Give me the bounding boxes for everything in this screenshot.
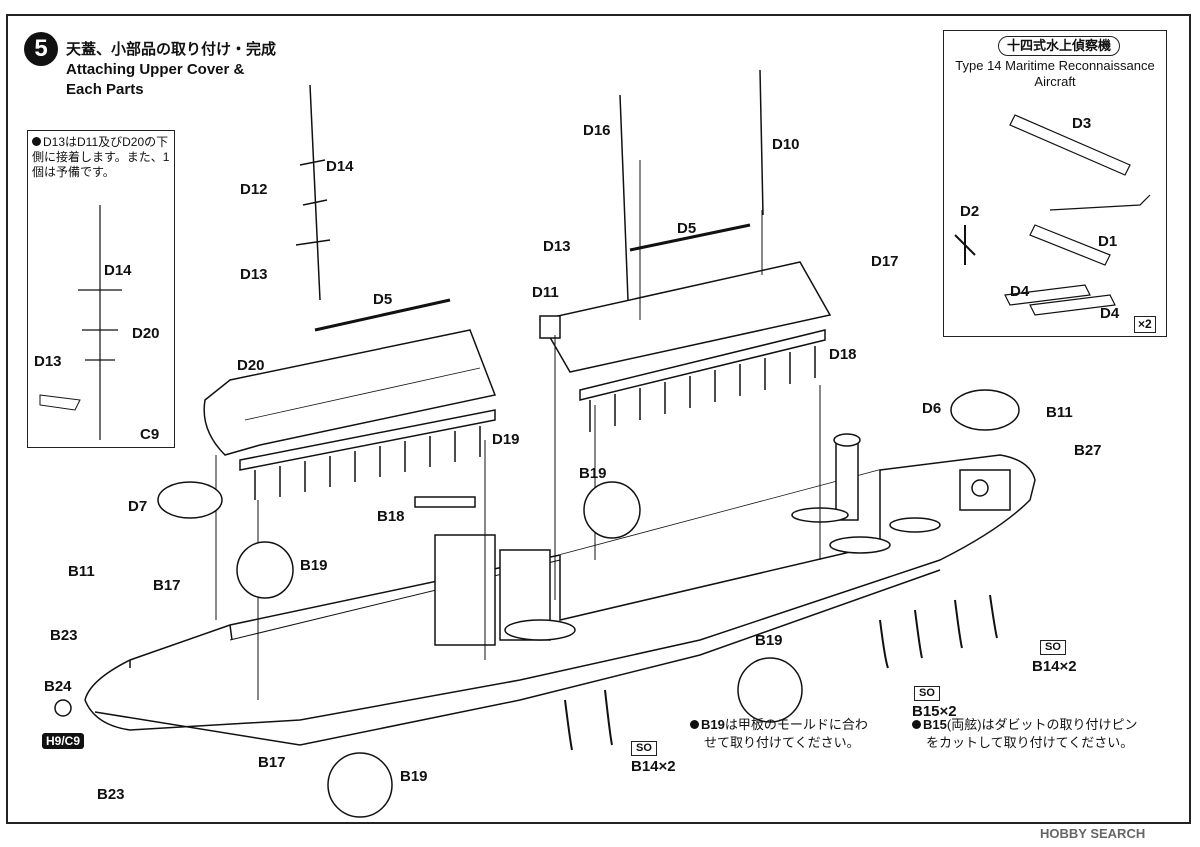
aircraft-title-en: Type 14 Maritime Reconnaissance Aircraft [955,58,1155,89]
label-b27: B27 [1074,442,1102,459]
so-badge-b15: SO [914,686,940,701]
label-d17: D17 [871,253,899,270]
label-d5-left: D5 [373,291,393,308]
label-b14-left: B14×2 [631,758,676,775]
inset-label-c9: C9 [140,426,160,443]
mast-detail-inset [27,130,175,448]
label-d13: D13 [240,266,268,283]
note-b15: B15(両舷)はダビットの取り付けピン をカットして取り付けてください。 [912,716,1138,752]
aircraft-label-d2: D2 [960,203,980,220]
label-b17-bottom: B17 [258,754,286,771]
label-d14: D14 [326,158,354,175]
label-b23-bottom: B23 [97,786,125,803]
label-b18: B18 [377,508,405,525]
label-b17-top: B17 [153,577,181,594]
aircraft-label-d4a: D4 [1010,283,1030,300]
label-d11: D11 [532,284,559,301]
aircraft-label-d3: D3 [1072,115,1092,132]
label-d20: D20 [237,357,265,374]
label-d13-right: D13 [543,238,571,255]
label-d5-right: D5 [677,220,697,237]
aircraft-inset [943,30,1167,337]
watermark: HOBBY SEARCH [1040,826,1146,841]
label-b19-d: B19 [755,632,783,649]
label-b11-left: B11 [68,563,95,580]
label-d18: D18 [829,346,857,363]
label-d19: D19 [492,431,520,448]
label-d6: D6 [922,400,942,417]
step-number-badge: 5 [24,32,58,66]
label-d10: D10 [772,136,800,153]
label-b24: B24 [44,678,72,695]
so-badge-b14-right: SO [1040,640,1066,655]
label-b19-a: B19 [300,557,328,574]
label-h9-c9: H9/C9 [42,733,85,749]
aircraft-label-d1: D1 [1098,233,1118,250]
aircraft-multiplier: ×2 [1134,316,1156,333]
mast-detail-note: D13はD11及びD20の下側に接着します。また、1個は予備です。 [32,135,170,179]
bullet-icon [690,720,699,729]
label-d16: D16 [583,122,611,139]
bullet-icon [912,720,921,729]
label-b19-c: B19 [579,465,607,482]
note-b19: B19は甲板のモールドに合わ せて取り付けてください。 [690,716,868,752]
step-title-jp: 天蓋、小部品の取り付け・完成 [66,41,277,58]
label-b14-right: B14×2 [1032,658,1077,675]
step-title-en: Attaching Upper Cover & Each Parts [66,61,245,98]
label-b15: B15×2 [912,703,957,720]
label-d7: D7 [128,498,148,515]
aircraft-title-jp: 十四式水上偵察機 [998,36,1121,56]
inset-label-d14: D14 [104,262,132,279]
label-d12: D12 [240,181,268,198]
label-b11-right: B11 [1046,404,1073,421]
so-badge-b14-left: SO [631,741,657,756]
bullet-icon [32,137,41,146]
inset-label-d20: D20 [132,325,160,342]
label-b23-top: B23 [50,627,78,644]
inset-label-d13: D13 [34,353,62,370]
label-b19-b: B19 [400,768,428,785]
aircraft-label-d4b: D4 [1100,305,1120,322]
page-frame [6,14,1191,824]
